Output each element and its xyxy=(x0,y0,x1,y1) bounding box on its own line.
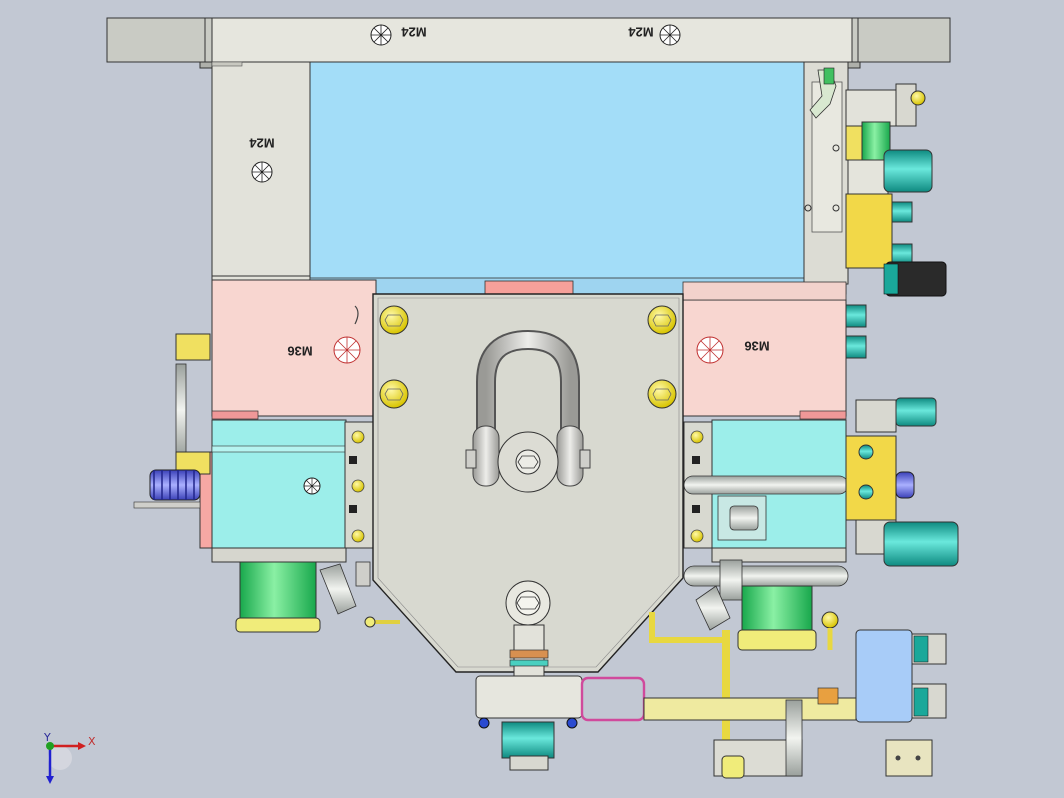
nozzle-assembly xyxy=(475,580,646,771)
label-m36-right: M36 xyxy=(744,339,769,354)
axis-label-y: Y xyxy=(43,731,51,744)
ejector-rod-right xyxy=(683,475,849,601)
bolt-symbol-top-right xyxy=(659,24,681,46)
bolt-symbol-pink-left xyxy=(333,305,361,364)
label-m24-left-plate: M24 xyxy=(249,136,275,151)
water-fitting-bottom-left xyxy=(235,561,400,633)
water-fitting-bottom-right xyxy=(643,585,857,779)
slide-block-left xyxy=(199,419,347,563)
bolt-symbol-top-left xyxy=(370,24,392,46)
side-fittings-left xyxy=(133,333,211,509)
bolt-symbol-pink-right xyxy=(696,336,724,364)
hot-runner-connector-box xyxy=(855,629,947,723)
lifting-shackle xyxy=(465,329,591,493)
label-m24-top-right: M24 xyxy=(628,25,654,40)
bolt-symbol-left-plate xyxy=(251,161,273,183)
axis-label-x: X xyxy=(88,735,96,748)
water-connectors-right xyxy=(845,83,959,567)
label-m36-left: M36 xyxy=(287,344,312,359)
terminal-plate xyxy=(885,739,933,777)
top-clamp-plate xyxy=(106,17,951,69)
right-support-plate xyxy=(803,61,849,285)
label-m24-top-left: M24 xyxy=(401,25,427,40)
guide-strip-left xyxy=(344,421,374,549)
cavity-plate xyxy=(309,61,847,295)
gold-cap-screws xyxy=(379,305,677,409)
coordinate-triad: X Y xyxy=(43,731,96,784)
